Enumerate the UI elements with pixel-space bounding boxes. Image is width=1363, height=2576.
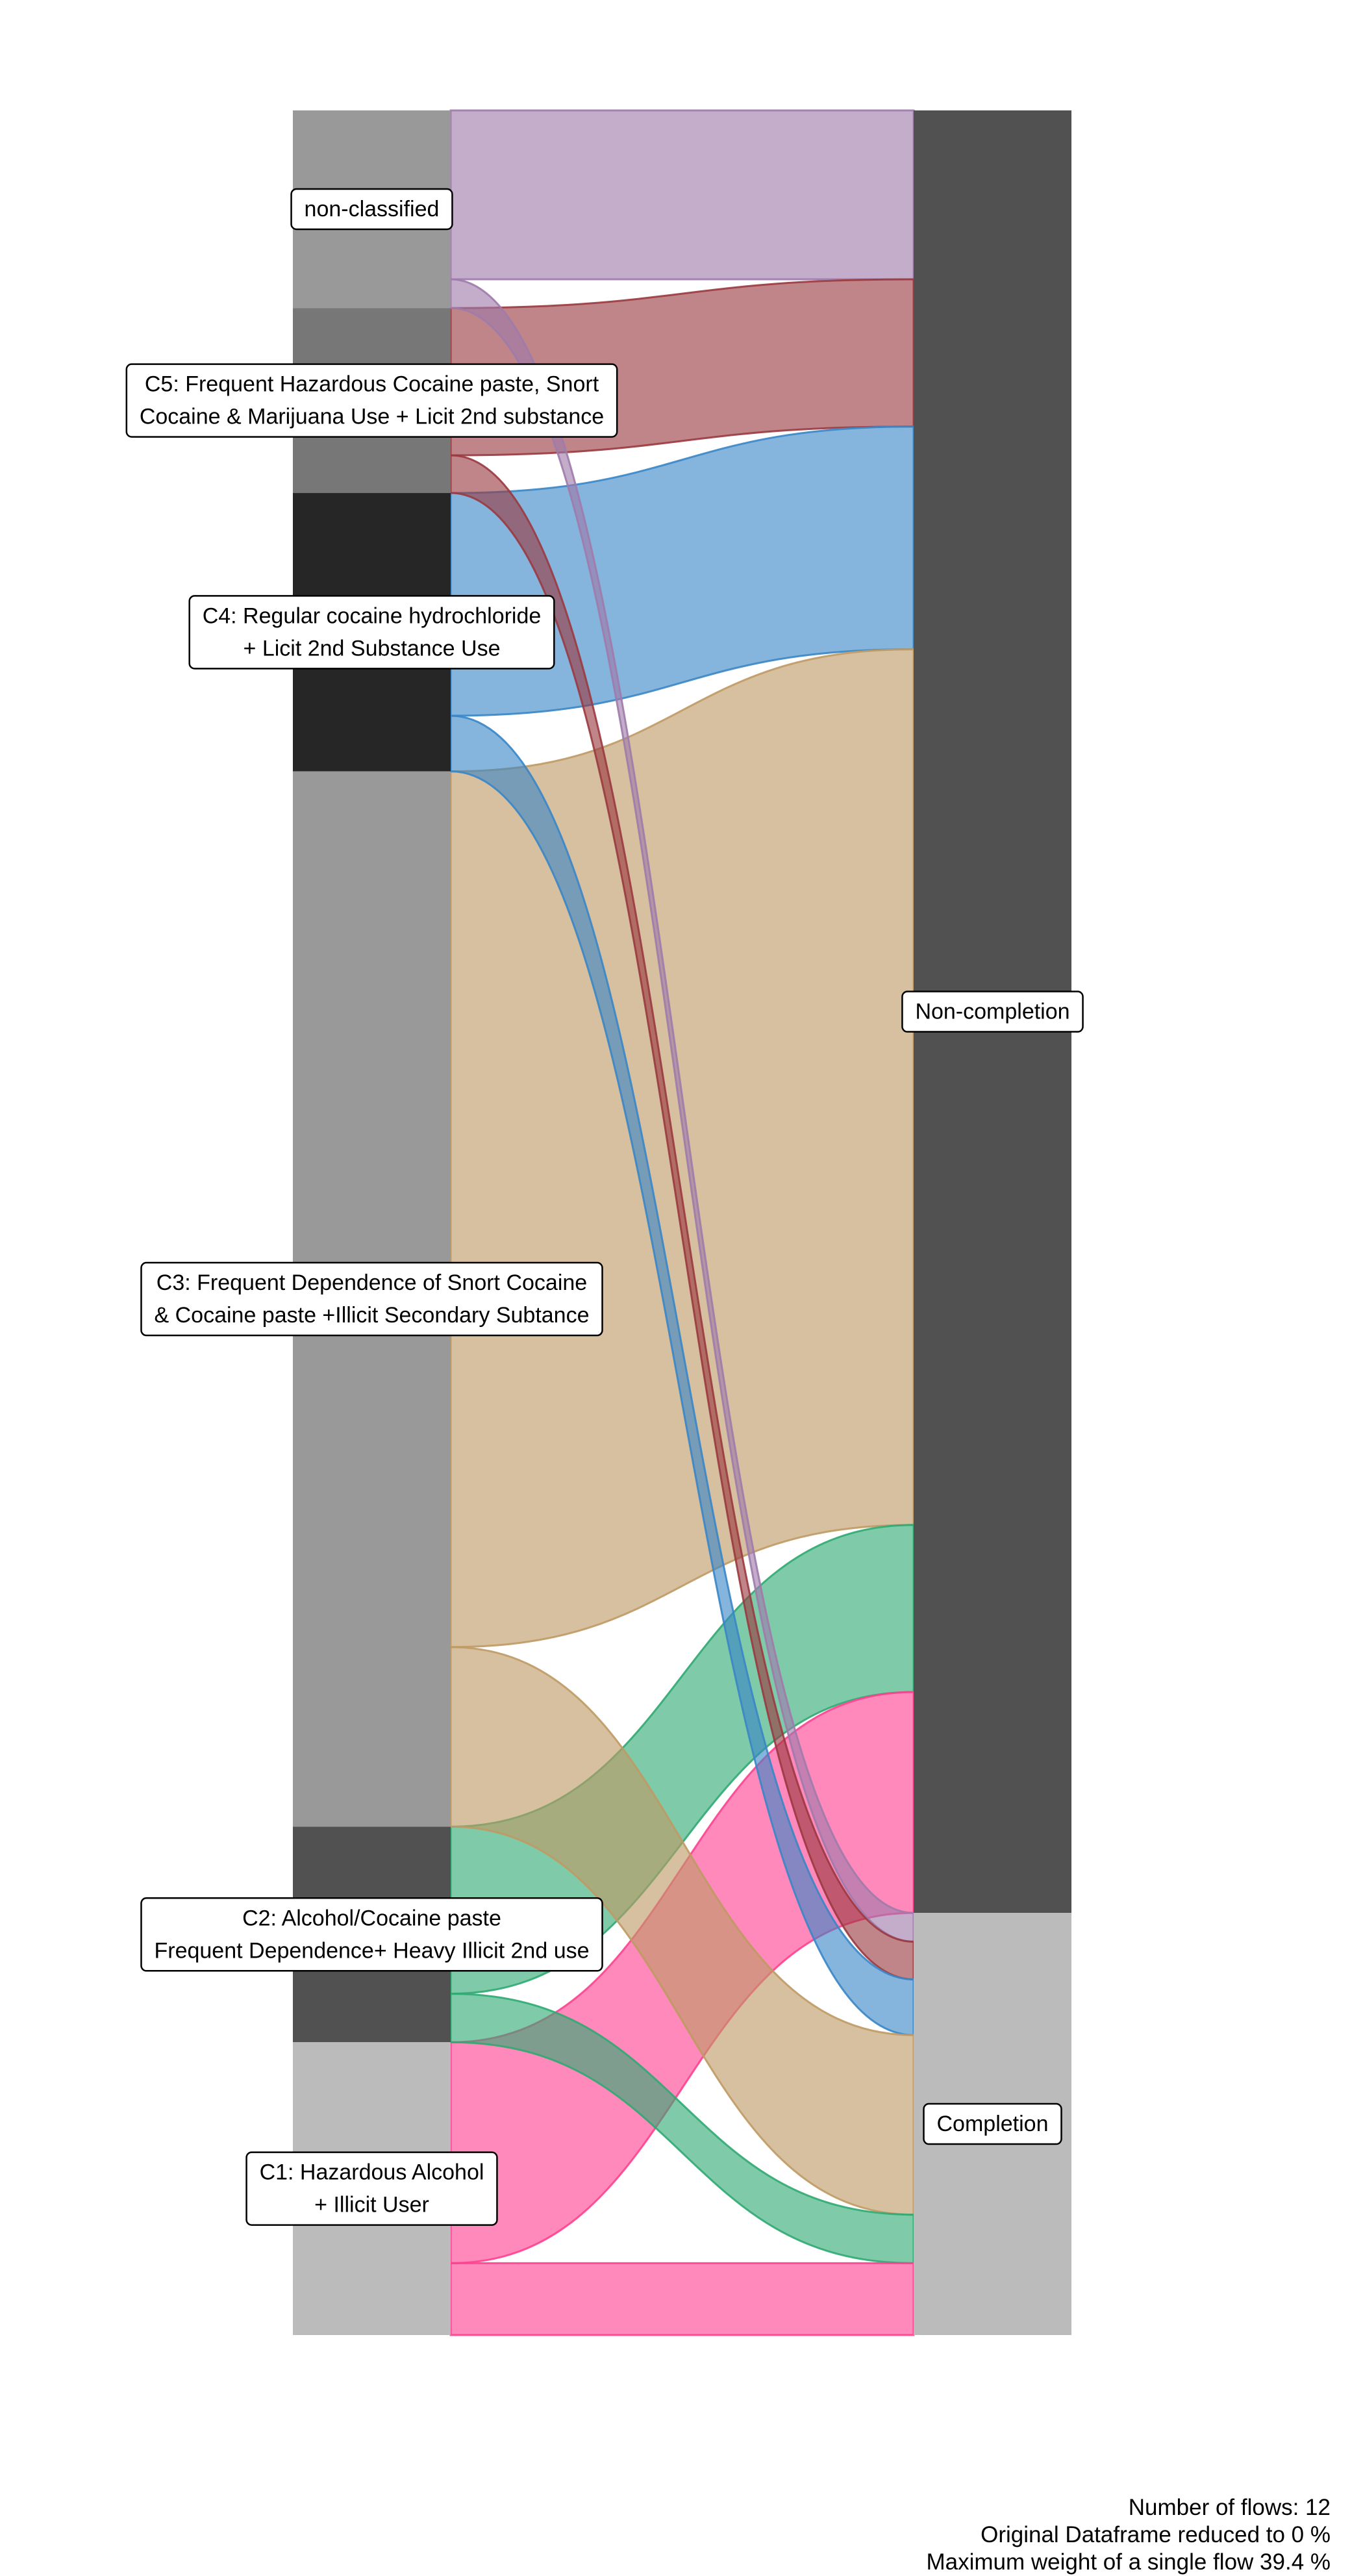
footer-reduction: Original Dataframe reduced to 0 % [981, 2522, 1331, 2547]
label-c4-text-1: C4: Regular cocaine hydrochloride [203, 603, 542, 628]
label-c3-box [140, 1261, 603, 1337]
flow-c1-to-comp [449, 2262, 915, 2336]
label-c3-text-2: & Cocaine paste +Illicit Secondary Subta… [154, 1303, 589, 1328]
label-c2-text-1: C2: Alcohol/Cocaine paste [242, 1906, 501, 1930]
label-c1: C1: Hazardous Alcohol + Illicit User [245, 2151, 498, 2226]
flow-nc-to-nonc [449, 109, 915, 281]
label-nc: non-classified [290, 188, 453, 231]
label-c2-text-2: Frequent Dependence+ Heavy Illicit 2nd u… [154, 1938, 589, 1963]
label-comp-text-1: Completion [937, 2112, 1049, 2136]
label-c2-box [140, 1897, 603, 1972]
label-comp-box [923, 2102, 1062, 2145]
label-c4-text-2: + Licit 2nd Substance Use [244, 636, 501, 661]
chart-footer: Number of flows: 12 Original Dataframe r… [927, 2494, 1331, 2576]
label-nc-text-1: non-classified [305, 197, 440, 221]
label-c5-text-2: Cocaine & Marijuana Use + Licit 2nd subs… [140, 405, 604, 429]
label-c5-text-1: C5: Frequent Hazardous Cocaine paste, Sn… [145, 372, 599, 397]
label-c1-box [245, 2151, 498, 2226]
label-nc-box [290, 188, 453, 231]
label-c1-text-1: C1: Hazardous Alcohol [260, 2160, 484, 2185]
label-c1-text-2: + Illicit User [314, 2193, 429, 2217]
label-c5: C5: Frequent Hazardous Cocaine paste, Sn… [125, 363, 618, 438]
label-nonc: Non-completion [901, 991, 1084, 1033]
label-c5-box [125, 363, 618, 438]
label-comp: Completion [923, 2102, 1062, 2145]
label-c3-text-1: C3: Frequent Dependence of Snort Cocaine [156, 1270, 587, 1295]
label-nonc-box [901, 991, 1084, 1033]
label-nonc-text-1: Non-completion [915, 1000, 1069, 1024]
label-c3: C3: Frequent Dependence of Snort Cocaine… [140, 1261, 603, 1337]
flows-layer [449, 109, 915, 2336]
label-c4-box [188, 595, 555, 670]
footer-max-weight: Maximum weight of a single flow 39.4 % [926, 2549, 1331, 2575]
label-c4: C4: Regular cocaine hydrochloride + Licit… [188, 595, 555, 670]
footer-flow-count: Number of flows: 12 [1128, 2495, 1331, 2520]
